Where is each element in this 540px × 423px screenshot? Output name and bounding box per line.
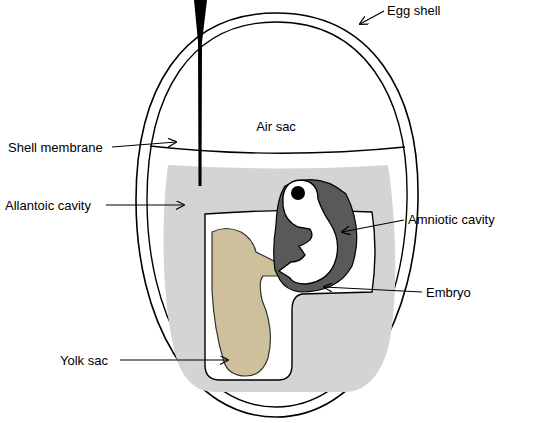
egg-shell xyxy=(136,13,418,417)
leader-arrow xyxy=(324,287,422,292)
embryo-eye xyxy=(291,186,305,200)
leader-arrow xyxy=(106,204,184,205)
embryo xyxy=(279,180,338,284)
part-label: Shell membrane xyxy=(8,140,103,155)
part-label: Egg shell xyxy=(387,3,440,18)
part-label: Amniotic cavity xyxy=(408,212,495,227)
leader-arrow xyxy=(342,220,404,232)
leader-arrow xyxy=(120,359,228,360)
part-label: Embryo xyxy=(426,285,471,300)
leader-arrow xyxy=(360,11,384,24)
air-sac-boundary xyxy=(150,146,405,153)
part-label: Allantoic cavity xyxy=(5,198,91,213)
leader-arrow xyxy=(112,142,176,147)
region-label: Air sac xyxy=(256,119,296,134)
part-label: Yolk sac xyxy=(60,353,108,368)
yolk-sac xyxy=(212,229,281,377)
injection-needle xyxy=(194,0,207,186)
amniotic-cavity xyxy=(274,180,357,292)
shell-membrane xyxy=(147,22,407,407)
allantoic-cavity xyxy=(163,165,395,392)
